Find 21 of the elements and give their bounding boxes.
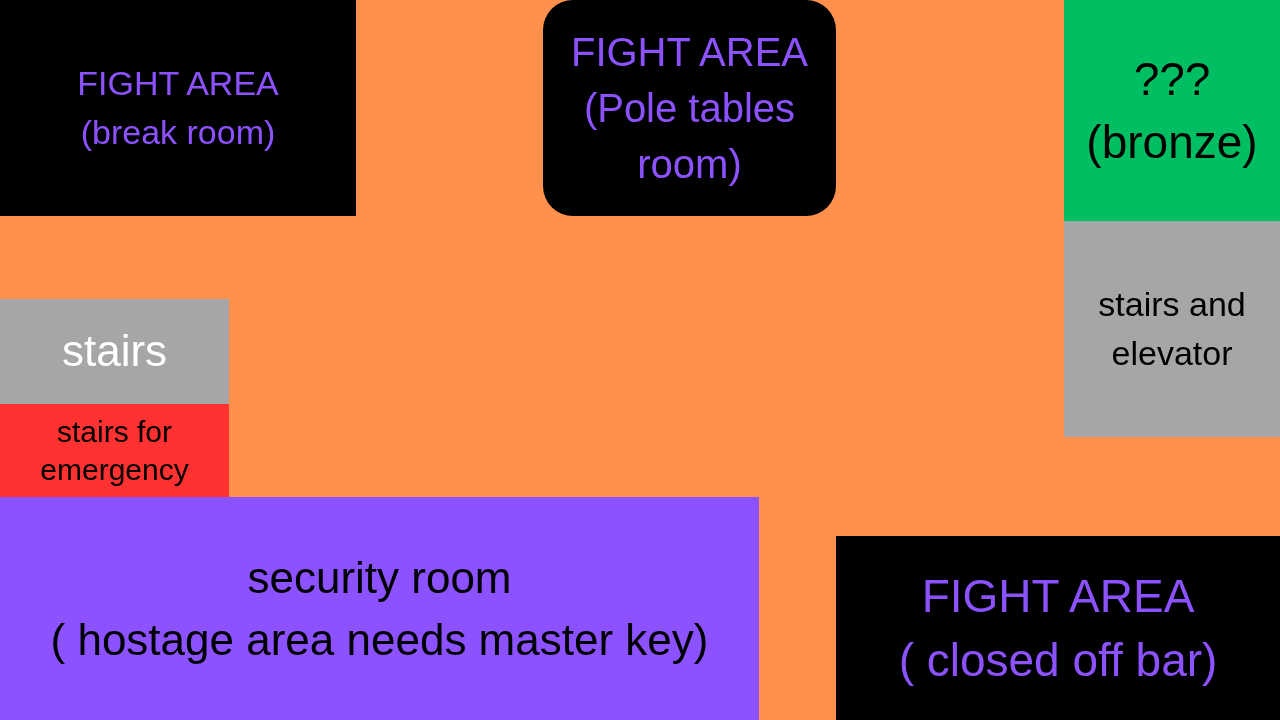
room-block: [1064, 0, 1280, 221]
room-note: (Pole tables room): [582, 85, 797, 188]
room-label: security room: [247, 551, 512, 604]
room-block: [543, 0, 836, 216]
stairs-block: [0, 299, 229, 404]
room-block: [0, 497, 759, 720]
room-note: ( hostage area needs master key): [50, 613, 709, 666]
room-note: ( closed off bar): [898, 633, 1218, 688]
room-label: stairs for emergency: [39, 414, 190, 488]
room-block: [836, 536, 1280, 720]
room-label: FIGHT AREA: [77, 62, 279, 104]
stairs-block: [0, 404, 229, 497]
room-label: FIGHT AREA: [921, 568, 1195, 624]
room-block: [0, 0, 356, 216]
room-label: stairs: [61, 325, 168, 378]
room-note: (bronze): [1086, 114, 1258, 170]
room-label: stairs and elevator: [1097, 283, 1247, 374]
room-label: ???: [1133, 52, 1211, 108]
stairs-block: [1064, 221, 1280, 437]
room-label: FIGHT AREA: [570, 29, 809, 76]
room-note: (break room): [80, 112, 276, 153]
